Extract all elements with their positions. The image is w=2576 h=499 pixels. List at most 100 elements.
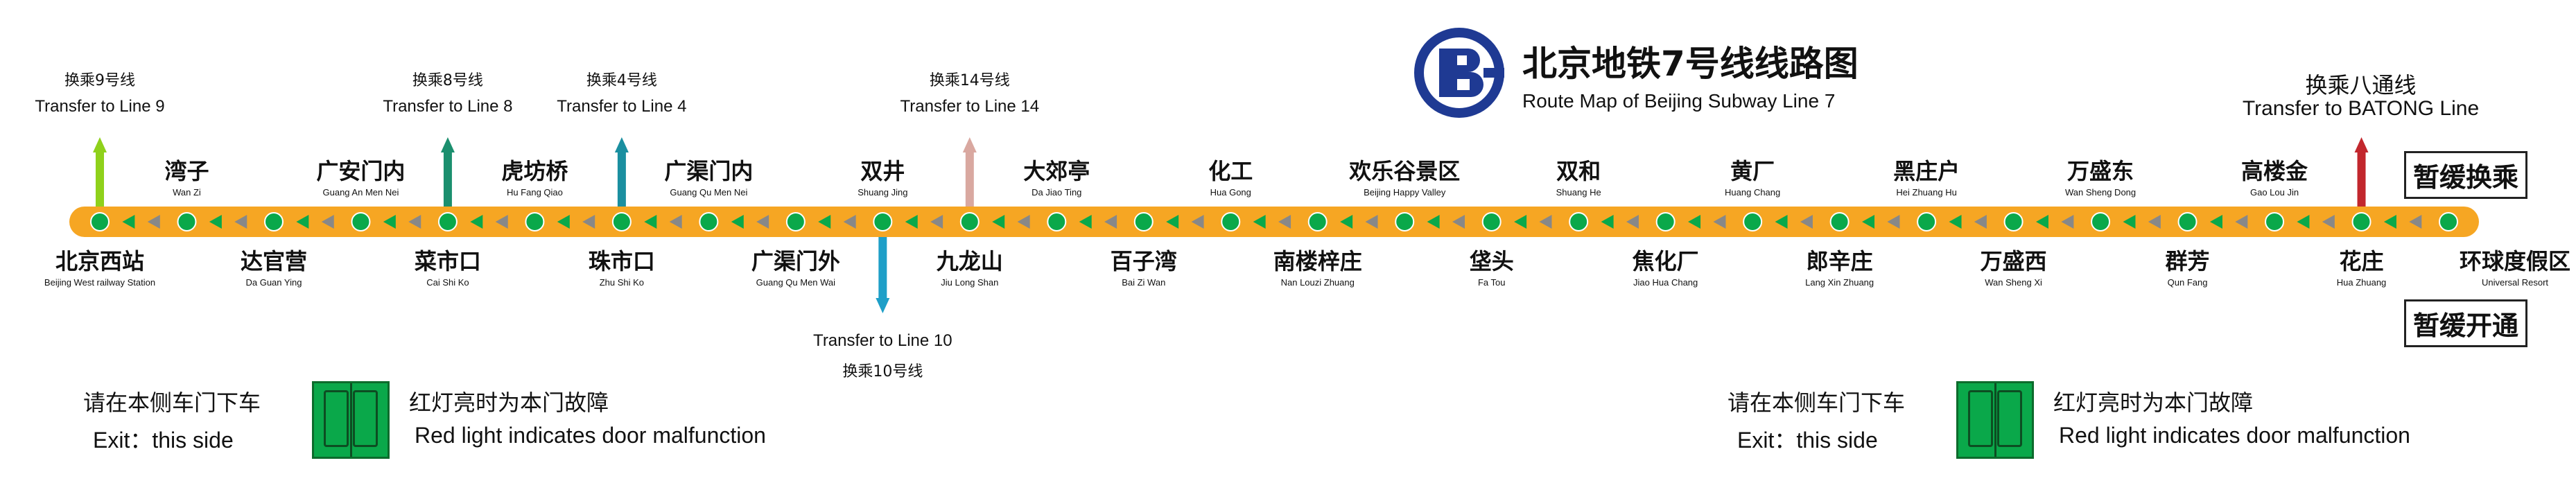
direction-arrow-icon xyxy=(2123,215,2136,229)
direction-arrow-icon xyxy=(296,215,309,229)
station-name-zh: 广渠门外 xyxy=(751,248,840,274)
station-name-en: Cai Shi Ko xyxy=(426,277,469,288)
malfunction-note-zh: 红灯亮时为本门故障 xyxy=(409,389,609,416)
direction-arrow-icon xyxy=(1514,215,1527,229)
direction-arrow-icon xyxy=(992,215,1005,229)
transfer-arrow-icon xyxy=(2354,137,2369,152)
direction-arrow-icon xyxy=(2235,215,2248,229)
station-name-en: Beijing Happy Valley xyxy=(1364,187,1446,198)
direction-arrow-icon xyxy=(644,215,657,229)
station-name-en: Hei Zhuang Hu xyxy=(1896,187,1957,198)
station-name-zh: 百子湾 xyxy=(1110,248,1177,274)
transfer-label-en: Transfer to BATONG Line xyxy=(2242,97,2480,120)
station-name-en: Bai Zi Wan xyxy=(1122,277,1166,288)
transfer-stem xyxy=(878,223,887,299)
station-name-zh: 花庄 xyxy=(2339,248,2384,274)
transfer-label-en: Transfer to Line 9 xyxy=(35,97,165,116)
direction-arrow-icon xyxy=(1688,215,1701,229)
door-icon xyxy=(1956,381,2034,459)
direction-arrow-icon xyxy=(930,215,943,229)
direction-arrow-icon xyxy=(557,215,570,229)
station-name-en: Da Jiao Ting xyxy=(1032,187,1082,198)
station-name-zh: 南楼梓庄 xyxy=(1273,248,1362,274)
direction-arrow-icon xyxy=(905,215,918,229)
station-name-en: Jiu Long Shan xyxy=(941,277,999,288)
station-dot xyxy=(699,212,719,231)
station-name-en: Hua Gong xyxy=(1210,187,1251,198)
station-dot xyxy=(1655,212,1676,231)
station-name-zh: 北京西站 xyxy=(55,248,145,274)
direction-arrow-icon xyxy=(383,215,396,229)
station-dot xyxy=(1829,212,1850,231)
direction-arrow-icon xyxy=(1365,215,1378,229)
direction-arrow-icon xyxy=(1601,215,1614,229)
exit-instruction-zh: 请在本侧车门下车 xyxy=(1728,389,1906,416)
station-name-en: Shuang Jing xyxy=(858,187,908,198)
station-name-en: Qun Fang xyxy=(2167,277,2208,288)
station-name-en: Da Guan Ying xyxy=(245,277,302,288)
direction-arrow-icon xyxy=(1949,215,1962,229)
station-name-zh: 黑庄户 xyxy=(1893,158,1960,184)
direction-arrow-icon xyxy=(1974,215,1987,229)
station-name-zh: 高楼金 xyxy=(2241,158,2308,184)
station-name-zh: 九龙山 xyxy=(936,248,1003,274)
malfunction-note-en: Red light indicates door malfunction xyxy=(415,423,766,448)
direction-arrow-icon xyxy=(495,215,508,229)
station-dot xyxy=(2439,212,2458,231)
direction-arrow-icon xyxy=(756,215,769,229)
direction-arrow-icon xyxy=(731,215,744,229)
station-dot xyxy=(785,212,806,231)
station-dot xyxy=(351,212,371,231)
direction-arrow-icon xyxy=(669,215,682,229)
station-name-en: Wan Zi xyxy=(173,187,201,198)
station-name-zh: 达官营 xyxy=(240,248,307,274)
station-dot xyxy=(1133,212,1154,231)
direction-arrow-icon xyxy=(1191,215,1204,229)
transfer-label-zh: 换乘4号线 xyxy=(586,72,657,89)
station-name-zh: 黄厂 xyxy=(1730,158,1775,184)
direction-arrow-icon xyxy=(1104,215,1117,229)
station-name-en: Nan Louzi Zhuang xyxy=(1280,277,1355,288)
transfer-stem xyxy=(617,151,626,220)
station-name-en: Wan Sheng Dong xyxy=(2064,187,2136,198)
station-name-en: Guang Qu Men Wai xyxy=(756,277,836,288)
station-name-en: Hu Fang Qiao xyxy=(506,187,563,198)
transfer-arrow-icon xyxy=(962,137,977,152)
direction-arrow-icon xyxy=(470,215,483,229)
exit-instruction-zh: 请在本侧车门下车 xyxy=(83,389,261,416)
direction-arrow-icon xyxy=(2209,215,2222,229)
transfer-stem xyxy=(2357,151,2366,220)
transfer-label-zh: 换乘10号线 xyxy=(842,363,923,380)
direction-arrow-icon xyxy=(1713,215,1726,229)
direction-arrow-icon xyxy=(1452,215,1465,229)
beijing-subway-logo-icon xyxy=(1414,28,1504,118)
transfer-label-en: Transfer to Line 10 xyxy=(813,331,952,350)
transfer-stem xyxy=(96,151,104,220)
direction-arrow-icon xyxy=(1253,215,1266,229)
station-dot xyxy=(1743,212,1763,231)
station-name-en: Wan Sheng Xi xyxy=(1985,277,2042,288)
direction-arrow-icon xyxy=(2409,215,2422,229)
station-name-en: Jiao Hua Chang xyxy=(1633,277,1698,288)
station-dot xyxy=(1481,212,1502,231)
direction-arrow-icon xyxy=(408,215,421,229)
station-name-zh: 万盛西 xyxy=(1980,248,2047,274)
direction-arrow-icon xyxy=(122,215,135,229)
direction-arrow-icon xyxy=(2061,215,2074,229)
station-name-zh: 珠市口 xyxy=(588,248,655,274)
station-name-zh: 广安门内 xyxy=(316,158,406,184)
transfer-label-en: Transfer to Line 8 xyxy=(383,97,513,116)
station-name-en: Guang An Men Nei xyxy=(322,187,399,198)
transfer-label-zh: 换乘8号线 xyxy=(412,72,483,89)
direction-arrow-icon xyxy=(2148,215,2161,229)
station-name-zh: 垡头 xyxy=(1469,248,1514,274)
transfer-suspended-notice: 暂缓换乘 xyxy=(2404,151,2528,199)
door-icon xyxy=(312,381,390,459)
direction-arrow-icon xyxy=(2322,215,2335,229)
transfer-arrow-icon xyxy=(876,298,890,313)
direction-arrow-icon xyxy=(147,215,160,229)
station-name-en: Beijing West railway Station xyxy=(44,277,156,288)
direction-arrow-icon xyxy=(1079,215,1092,229)
station-name-zh: 郎辛庄 xyxy=(1806,248,1873,274)
